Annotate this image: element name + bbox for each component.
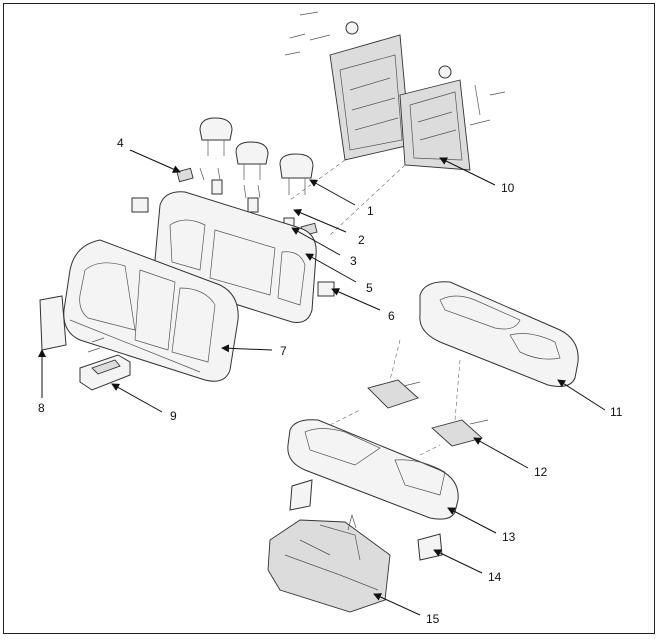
callout-labels: 1 2 3 4 5 6 7 8 9 10 11 12 13 14 15: [38, 136, 623, 626]
side-panel: [39, 295, 67, 351]
seatback-cover: [63, 239, 239, 382]
callout-2: 2: [358, 233, 365, 247]
cushion-frame: [267, 513, 391, 613]
callout-11: 11: [610, 405, 623, 419]
callout-5: 5: [366, 281, 373, 295]
armrest: [79, 337, 131, 391]
headrests: [199, 117, 314, 195]
callout-13: 13: [502, 530, 516, 544]
callout-10: 10: [501, 181, 515, 195]
callout-3: 3: [350, 254, 357, 268]
callout-15: 15: [426, 612, 440, 626]
callout-9: 9: [170, 409, 177, 423]
seat-heater-mats: [367, 339, 489, 447]
seatback-frame: [284, 11, 506, 236]
callout-1: 1: [367, 204, 374, 218]
callout-7: 7: [280, 344, 287, 358]
callout-14: 14: [488, 570, 502, 584]
leader-lines: [38, 149, 606, 616]
callout-8: 8: [38, 401, 45, 415]
callout-6: 6: [388, 309, 395, 323]
callout-4: 4: [117, 136, 124, 150]
callout-12: 12: [534, 465, 548, 479]
seat-cushion-pad: [287, 409, 459, 520]
seat-cushion-cover: [419, 281, 579, 387]
